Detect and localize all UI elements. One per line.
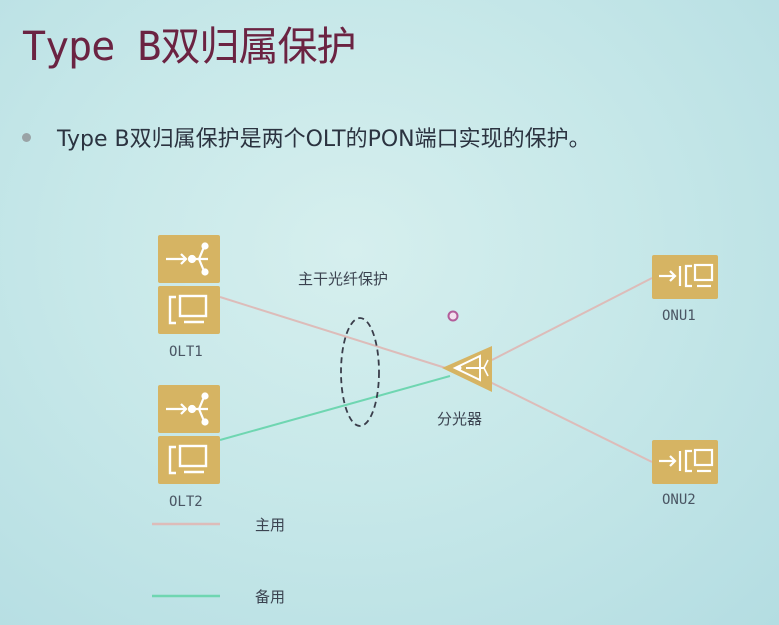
link-onu2 [489,381,653,463]
legend-backup-label: 备用 [255,588,285,606]
onu2-device [652,440,718,484]
olt-port-icon [166,242,209,276]
onu-icon [659,448,714,473]
laser-pointer-dot [447,310,459,322]
olt2-device [158,385,220,484]
backup-link-olt2 [219,375,451,441]
onu2-label: ONU2 [662,492,696,508]
onu1-label: ONU1 [662,308,696,324]
bullet-text: Type B双归属保护是两个OLT的PON端口实现的保护。 [57,127,591,152]
olt-device-icon [168,444,208,475]
primary-link-olt1 [219,296,453,371]
link-onu1 [491,277,653,361]
olt2-label: OLT2 [169,494,203,510]
olt-port-icon [166,392,209,426]
olt1-device [158,235,220,334]
onu-icon [659,263,714,288]
trunk-protection-ellipse [340,317,380,427]
splitter-label: 分光器 [437,410,482,428]
bullet-dot [22,132,31,142]
onu1-device [652,255,718,299]
olt-device-icon [168,294,208,325]
legend: 主用 备用 [152,516,285,606]
trunk-protection-label: 主干光纤保护 [298,270,388,288]
slide-title: Type B双归属保护 [22,24,356,70]
splitter-icon [442,346,492,392]
legend-primary-label: 主用 [255,516,285,534]
bullet-item: Type B双归属保护是两个OLT的PON端口实现的保护。 [22,120,591,154]
olt1-label: OLT1 [169,344,203,360]
